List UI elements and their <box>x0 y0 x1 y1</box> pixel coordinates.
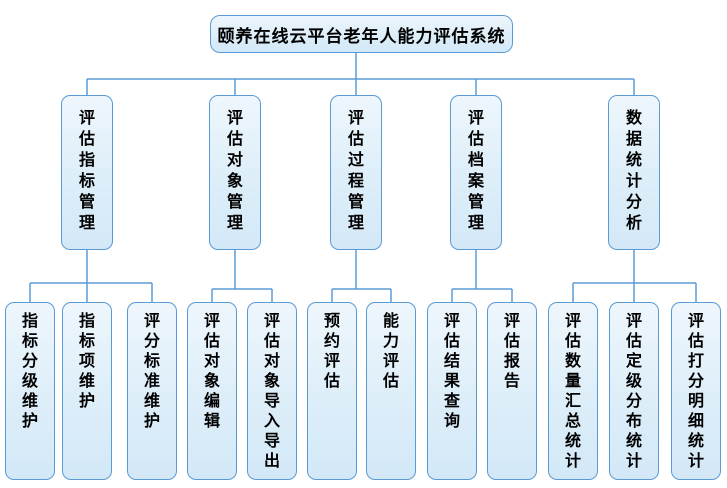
leaf-object-import-export: 评 估 对 象 导 入 导 出 <box>247 302 297 480</box>
node-indicator-mgmt: 评 估 指 标 管 理 <box>61 95 113 250</box>
leaf-indicator-item-maintenance: 指 标 项 维 护 <box>62 302 112 480</box>
node-process-mgmt: 评 估 过 程 管 理 <box>330 95 382 250</box>
leaf-assessment-report: 评 估 报 告 <box>487 302 537 480</box>
node-label: 数 据 统 计 分 析 <box>625 108 642 232</box>
leaf-label: 评 分 标 准 维 护 <box>143 311 160 430</box>
leaf-label: 评 估 对 象 导 入 导 出 <box>263 311 280 470</box>
leaf-appointment-assessment: 预 约 评 估 <box>307 302 357 480</box>
leaf-object-edit: 评 估 对 象 编 辑 <box>187 302 237 480</box>
node-label: 评 估 档 案 管 理 <box>467 108 484 232</box>
leaf-label: 评 估 数 量 汇 总 统 计 <box>564 311 581 470</box>
leaf-label: 评 估 定 级 分 布 统 计 <box>625 311 642 470</box>
tree-edges <box>29 53 697 302</box>
leaf-label: 指 标 分 级 维 护 <box>21 311 38 430</box>
leaf-grading-distribution-stats: 评 估 定 级 分 布 统 计 <box>609 302 659 480</box>
node-label: 评 估 对 象 管 理 <box>226 108 243 232</box>
leaf-label: 预 约 评 估 <box>323 311 340 390</box>
leaf-label: 评 估 对 象 编 辑 <box>203 311 220 430</box>
leaf-scoring-standard-maintenance: 评 分 标 准 维 护 <box>127 302 177 480</box>
leaf-indicator-grading-maintenance: 指 标 分 级 维 护 <box>5 302 55 480</box>
leaf-label: 能 力 评 估 <box>382 311 399 390</box>
leaf-result-query: 评 估 结 果 查 询 <box>427 302 477 480</box>
leaf-count-summary-stats: 评 估 数 量 汇 总 统 计 <box>548 302 598 480</box>
node-label: 评 估 指 标 管 理 <box>78 108 95 232</box>
leaf-label: 评 估 打 分 明 细 统 计 <box>687 311 704 470</box>
root-title-label: 颐养在线云平台老年人能力评估系统 <box>217 26 506 47</box>
leaf-label: 评 估 结 果 查 询 <box>443 311 460 430</box>
leaf-scoring-detail-stats: 评 估 打 分 明 细 统 计 <box>671 302 721 480</box>
node-statistics-analysis: 数 据 统 计 分 析 <box>608 95 660 250</box>
root-node-title: 颐养在线云平台老年人能力评估系统 <box>210 15 513 53</box>
leaf-label: 评 估 报 告 <box>503 311 520 390</box>
node-object-mgmt: 评 估 对 象 管 理 <box>209 95 261 250</box>
leaf-ability-assessment: 能 力 评 估 <box>366 302 416 480</box>
node-archive-mgmt: 评 估 档 案 管 理 <box>450 95 502 250</box>
leaf-label: 指 标 项 维 护 <box>78 311 95 410</box>
node-label: 评 估 过 程 管 理 <box>347 108 364 232</box>
